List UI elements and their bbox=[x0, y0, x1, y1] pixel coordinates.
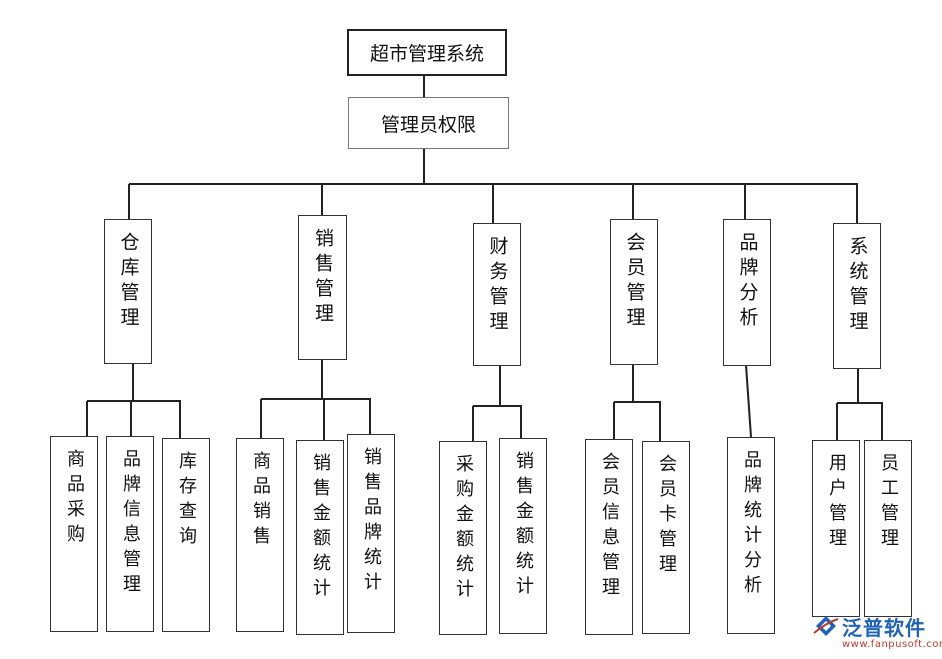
leaf-box: 会员卡管理 bbox=[642, 441, 690, 634]
watermark-url: www.fanpusoft.com bbox=[842, 639, 942, 650]
leaf-box: 品牌信息管理 bbox=[106, 436, 154, 632]
leaf-label: 销售品牌统计 bbox=[361, 447, 382, 597]
module-warehouse-box: 仓库管理 bbox=[104, 219, 152, 364]
leaf-box: 用户管理 bbox=[812, 440, 860, 617]
leaf-box: 销售金额统计 bbox=[296, 440, 344, 635]
leaf-label: 会员卡管理 bbox=[656, 454, 677, 579]
role-label: 管理员权限 bbox=[380, 113, 476, 136]
leaf-box: 员工管理 bbox=[864, 440, 912, 617]
leaf-label: 员工管理 bbox=[878, 453, 899, 553]
fanpu-logo-icon bbox=[813, 616, 839, 636]
leaf-label: 商品采购 bbox=[64, 449, 85, 549]
leaf-label: 品牌信息管理 bbox=[120, 449, 141, 599]
leaf-box: 库存查询 bbox=[162, 438, 210, 632]
leaf-label: 用户管理 bbox=[826, 453, 847, 553]
module-system-box: 系统管理 bbox=[833, 223, 881, 369]
leaf-box: 销售金额统计 bbox=[499, 438, 547, 634]
leaf-box: 商品采购 bbox=[50, 436, 98, 632]
leaf-box: 会员信息管理 bbox=[585, 439, 633, 635]
leaf-box: 销售品牌统计 bbox=[347, 434, 395, 633]
role-box: 管理员权限 bbox=[348, 97, 509, 149]
system-title-box: 超市管理系统 bbox=[347, 29, 507, 76]
module-brand-box: 品牌分析 bbox=[723, 219, 771, 366]
leaf-box: 品牌统计分析 bbox=[727, 437, 775, 634]
leaf-box: 商品销售 bbox=[236, 438, 284, 632]
module-label: 会员管理 bbox=[623, 232, 646, 332]
module-label: 系统管理 bbox=[846, 236, 869, 336]
leaf-label: 库存查询 bbox=[176, 451, 197, 551]
leaf-label: 会员信息管理 bbox=[599, 452, 620, 602]
module-label: 财务管理 bbox=[486, 236, 509, 336]
leaf-label: 品牌统计分析 bbox=[741, 450, 762, 600]
system-title: 超市管理系统 bbox=[369, 43, 484, 65]
leaf-box: 采购金额统计 bbox=[439, 441, 487, 635]
watermark-brand: 泛普软件 bbox=[842, 616, 926, 640]
module-label: 仓库管理 bbox=[117, 232, 140, 332]
module-label: 销售管理 bbox=[312, 228, 334, 328]
leaf-label: 销售金额统计 bbox=[310, 453, 331, 603]
leaf-label: 采购金额统计 bbox=[453, 454, 474, 604]
module-sales-box: 销售管理 bbox=[298, 215, 347, 360]
leaf-label: 销售金额统计 bbox=[513, 451, 534, 601]
module-label: 品牌分析 bbox=[736, 232, 759, 332]
leaf-label: 商品销售 bbox=[250, 451, 271, 551]
watermark-logo: 泛普软件 www.fanpusoft.com bbox=[812, 611, 942, 655]
module-member-box: 会员管理 bbox=[610, 219, 658, 365]
module-finance-box: 财务管理 bbox=[473, 223, 521, 366]
